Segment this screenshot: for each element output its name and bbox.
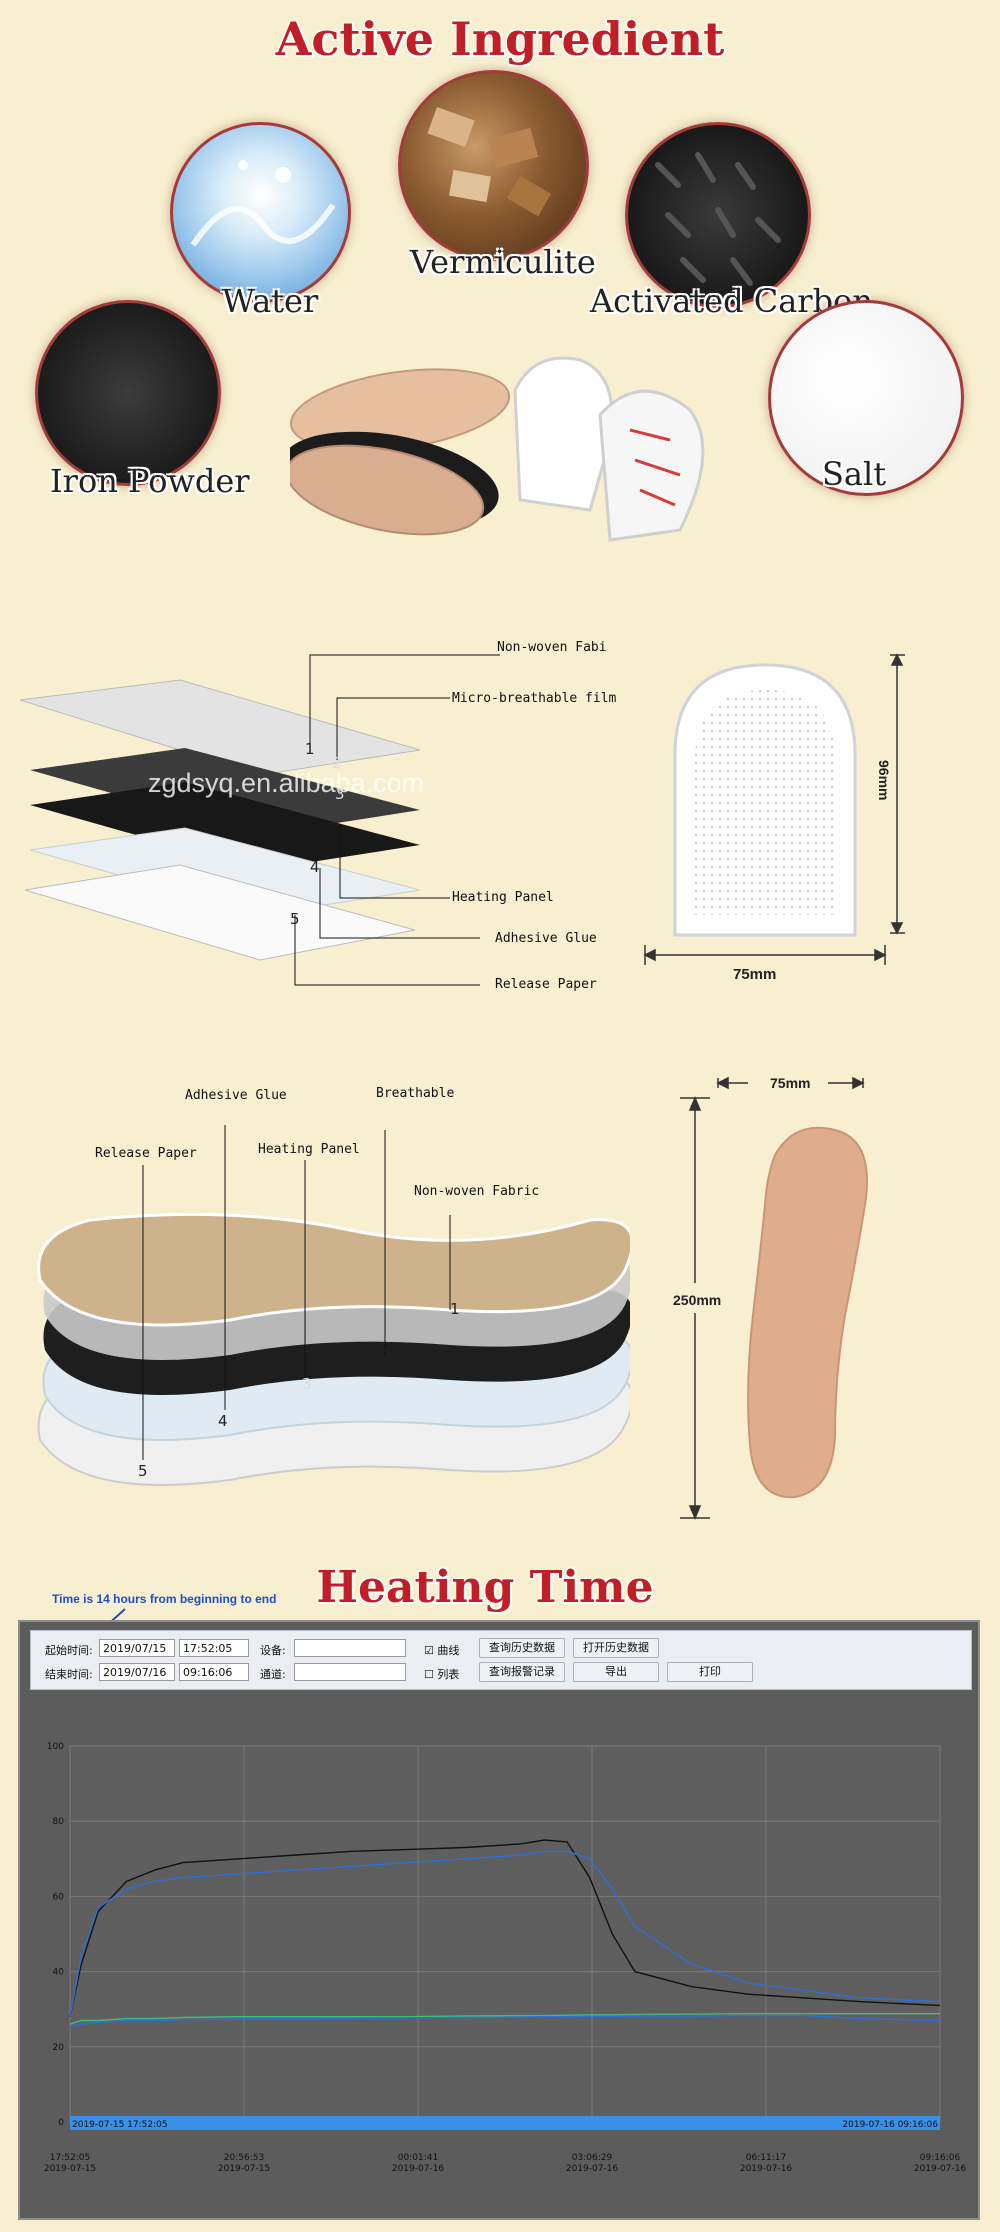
query-alarm-button[interactable]: 查询报警记录 [479,1662,565,1682]
toe-number-5: 5 [290,910,300,928]
toe-label-5: Release Paper [495,977,597,992]
x-tick-time: 03:06:29 [572,2153,613,2163]
curve-checkbox[interactable]: ☑ 曲线 [424,1644,460,1657]
channel-select[interactable] [294,1663,406,1681]
list-label: 列表 [437,1668,460,1681]
ingredient-label-water: Water [222,282,319,320]
print-button[interactable]: 打印 [667,1662,753,1682]
iron-powder-image [35,300,221,486]
insole-width-dimension: 75mm [770,1075,811,1091]
heating-pads-image [290,356,705,542]
toe-layer-diagram [20,679,420,961]
insole-number-5: 5 [138,1462,148,1480]
y-tick-label: 80 [53,1817,65,1827]
y-tick-label: 20 [53,2043,65,2053]
toe-dimension-lines [643,653,905,965]
x-tick-time: 06:11:17 [746,2153,786,2163]
series-line-3 [69,2013,940,2025]
water-image [170,122,351,303]
end-time-field[interactable]: 09:16:06 [179,1663,249,1681]
insole-label-heating: Heating Panel [258,1142,360,1157]
heating-title: Heating Time [316,1562,654,1613]
x-tick-date: 2019-07-15 [218,2164,270,2174]
toe-number-1: 1 [305,740,315,758]
series-line-1 [69,1839,941,2017]
vermiculite-texture-icon [427,107,552,217]
range-start-label: 2019-07-15 17:52:05 [72,2120,168,2130]
x-tick-date: 2019-07-15 [44,2164,96,2174]
toe-label-1: Non-woven Fabi [497,640,607,655]
device-select[interactable] [294,1639,406,1657]
y-tick-label: 60 [53,1892,65,1902]
toe-watermark: zgdsyq.en.alibaba.com [148,768,425,798]
x-tick-date: 2019-07-16 [740,2164,793,2174]
toe-label-2: Micro-breathable film [452,691,617,706]
toe-number-2: 2 [332,754,342,772]
x-tick-date: 2019-07-16 [392,2164,445,2174]
toe-pad-image [673,663,857,937]
x-tick-time: 20:56:53 [224,2153,264,2163]
toe-label-4: Adhesive Glue [495,931,597,946]
end-date-picker[interactable]: 2019/07/16 [99,1663,175,1681]
insole-number-4: 4 [218,1412,228,1430]
toe-label-3: Heating Panel [452,890,554,905]
insole-number-1: 1 [450,1300,460,1318]
start-date-picker[interactable]: 2019/07/15 [99,1639,175,1657]
insole-number-2: 2 [382,1347,392,1365]
toe-number-3: 3 [335,785,345,803]
series-line-2 [69,1850,941,2017]
curve-label: 曲线 [437,1644,460,1657]
query-history-button[interactable]: 查询历史数据 [479,1638,565,1658]
insole-number-3: 3 [302,1375,312,1393]
duration-annotation: Time is 14 hours from beginning to end [52,1592,277,1606]
ingredient-label-iron-powder: Iron Powder [50,462,250,500]
ingredient-title: Active Ingredient [275,12,725,66]
toe-leader-lines [294,654,500,986]
insole-image [747,1126,868,1499]
toe-height-dimension: 96mm [876,760,892,801]
ingredient-label-salt: Salt [822,455,887,493]
carbon-texture-icon [655,152,781,286]
water-splash-icon [190,160,336,247]
insole-label-nonwoven: Non-woven Fabric [414,1184,540,1199]
ingredient-label-vermiculite: Vermiculite [410,243,596,281]
list-checkbox[interactable]: ☐ 列表 [424,1668,460,1681]
insole-dimension-lines [680,1076,865,1520]
start-time-field[interactable]: 17:52:05 [179,1639,249,1657]
insole-label-breathable: Breathable [376,1086,455,1101]
y-tick-label: 40 [53,1968,65,1978]
vermiculite-image [398,70,589,261]
start-time-label: 起始时间: [45,1644,93,1657]
temperature-chart: 02040608010017:52:052019-07-1520:56:5320… [44,1742,967,2174]
insole-label-adhesive: Adhesive Glue [185,1088,287,1103]
control-panel: 起始时间: 2019/07/15 17:52:05 设备: ☑ 曲线 查询历史数… [30,1630,972,1690]
x-tick-time: 17:52:05 [50,2153,90,2163]
x-tick-time: 00:01:41 [398,2153,438,2163]
export-button[interactable]: 导出 [573,1662,659,1682]
toe-number-4: 4 [310,858,320,876]
open-history-button[interactable]: 打开历史数据 [573,1638,659,1658]
x-tick-date: 2019-07-16 [914,2164,967,2174]
plot-area [69,1745,941,2123]
range-end-label: 2019-07-16 09:16:06 [842,2120,938,2130]
time-range-bar [70,2116,940,2130]
monitor-window: 起始时间: 2019/07/15 17:52:05 设备: ☑ 曲线 查询历史数… [18,1620,980,2220]
salt-image [768,300,964,496]
y-tick-label: 0 [58,2118,64,2128]
y-tick-label: 100 [47,1742,64,1752]
end-time-label: 结束时间: [45,1668,93,1681]
insole-label-release: Release Paper [95,1146,197,1161]
activated-carbon-image [625,122,811,308]
channel-label: 通道: [260,1668,286,1681]
insole-layer-diagram [37,1212,630,1486]
x-tick-date: 2019-07-16 [566,2164,619,2174]
insole-leader-lines [142,1125,451,1460]
insole-height-dimension: 250mm [673,1292,722,1308]
x-tick-time: 09:16:06 [920,2153,961,2163]
device-label: 设备: [260,1644,286,1657]
toe-width-dimension: 75mm [733,966,777,983]
series-line-4 [69,2014,941,2027]
